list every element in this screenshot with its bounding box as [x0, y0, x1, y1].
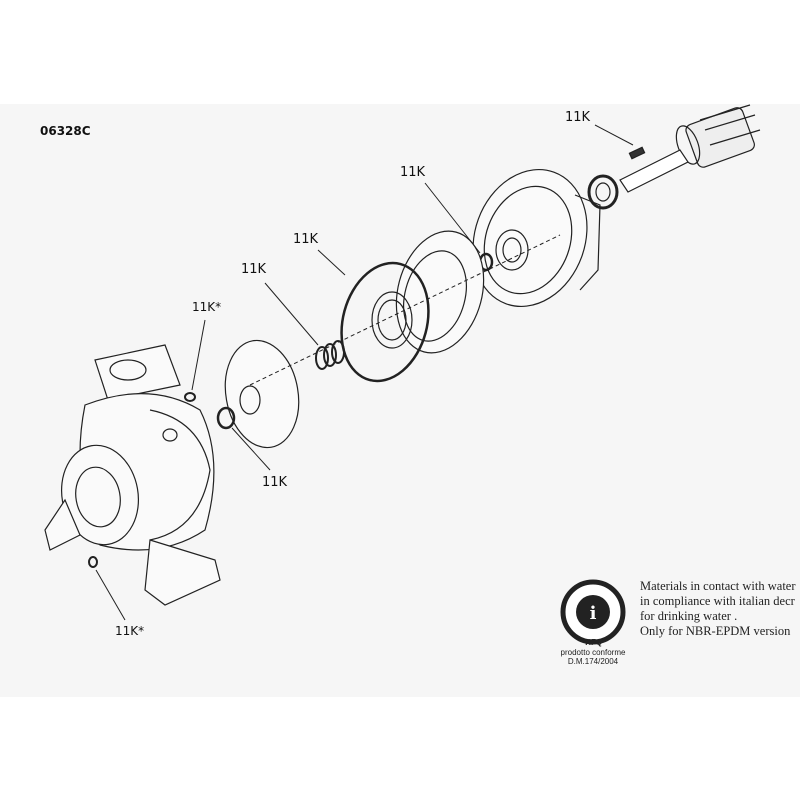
casing-o-ring: [340, 261, 430, 383]
impeller-nut: [216, 406, 236, 430]
part-label-impeller-nut: 11K: [262, 475, 288, 490]
leader-lines: [95, 124, 634, 621]
part-label-casing-o-ring: 11K: [293, 232, 319, 247]
part-label-top-plug-seal: 11K*: [192, 300, 222, 314]
logo-caption-2: D.M.174/2004: [567, 657, 619, 666]
impeller: [224, 339, 300, 449]
mechanical-seal: [315, 340, 345, 370]
compliance-note: Materials in contact with water in compl…: [640, 579, 800, 639]
logo-caption-1: prodotto conforme: [560, 648, 626, 657]
motor-bracket: [472, 168, 601, 308]
note-line: in compliance with italian decr: [640, 594, 795, 608]
pump-casing: [44, 344, 221, 606]
part-label-mechanical-seal: 11K: [241, 262, 267, 277]
logo-acronym: TIFQ: [583, 638, 603, 647]
bearing: [587, 174, 619, 210]
note-line: for drinking water .: [640, 609, 738, 623]
top-plug-seal: [184, 392, 196, 402]
part-label-bottom-plug-seal: 11K*: [115, 624, 145, 638]
svg-text:i: i: [590, 603, 597, 624]
drawing-code: 06328C: [40, 124, 91, 138]
motor-shaft: [619, 104, 761, 193]
note-line: Only for NBR-EPDM version: [640, 624, 791, 638]
part-label-shaft-key: 11K: [565, 110, 591, 125]
part-label-seal-ring: 11K: [400, 165, 426, 180]
note-line: Materials in contact with water: [640, 579, 796, 593]
bottom-plug-seal: [88, 556, 98, 568]
